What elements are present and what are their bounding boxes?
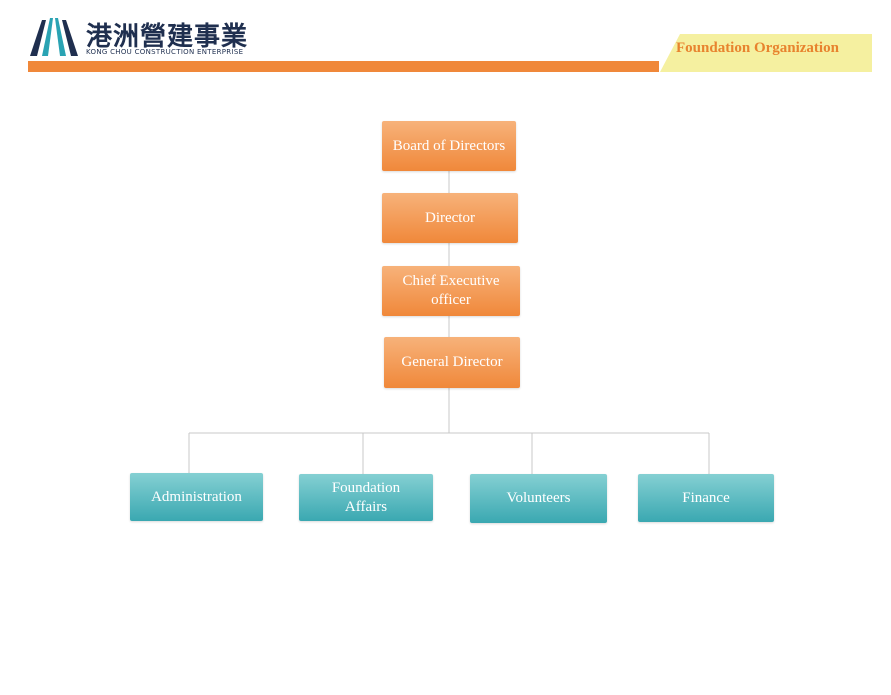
node-board-of-directors: Board of Directors xyxy=(382,121,516,171)
header-accent-bar xyxy=(28,61,659,72)
logo-english-name: KONG CHOU CONSTRUCTION ENTERPRISE xyxy=(86,48,244,56)
node-chief-executive-officer: Chief Executive officer xyxy=(382,266,520,316)
title-banner: Foundation Organization xyxy=(660,34,872,72)
node-finance: Finance xyxy=(638,474,774,522)
node-general-director: General Director xyxy=(384,337,520,388)
logo-chinese-name: 港洲營建事業 xyxy=(86,22,249,52)
company-logo: 港洲營建事業 KONG CHOU CONSTRUCTION ENTERPRISE xyxy=(28,14,278,60)
logo-mark-icon xyxy=(30,18,78,56)
title-banner-shape xyxy=(660,34,872,72)
node-foundation-affairs: Foundation Affairs xyxy=(299,474,433,521)
page-title: Foundation Organization xyxy=(676,40,839,56)
node-administration: Administration xyxy=(130,473,263,521)
node-director: Director xyxy=(382,193,518,243)
node-volunteers: Volunteers xyxy=(470,474,607,523)
